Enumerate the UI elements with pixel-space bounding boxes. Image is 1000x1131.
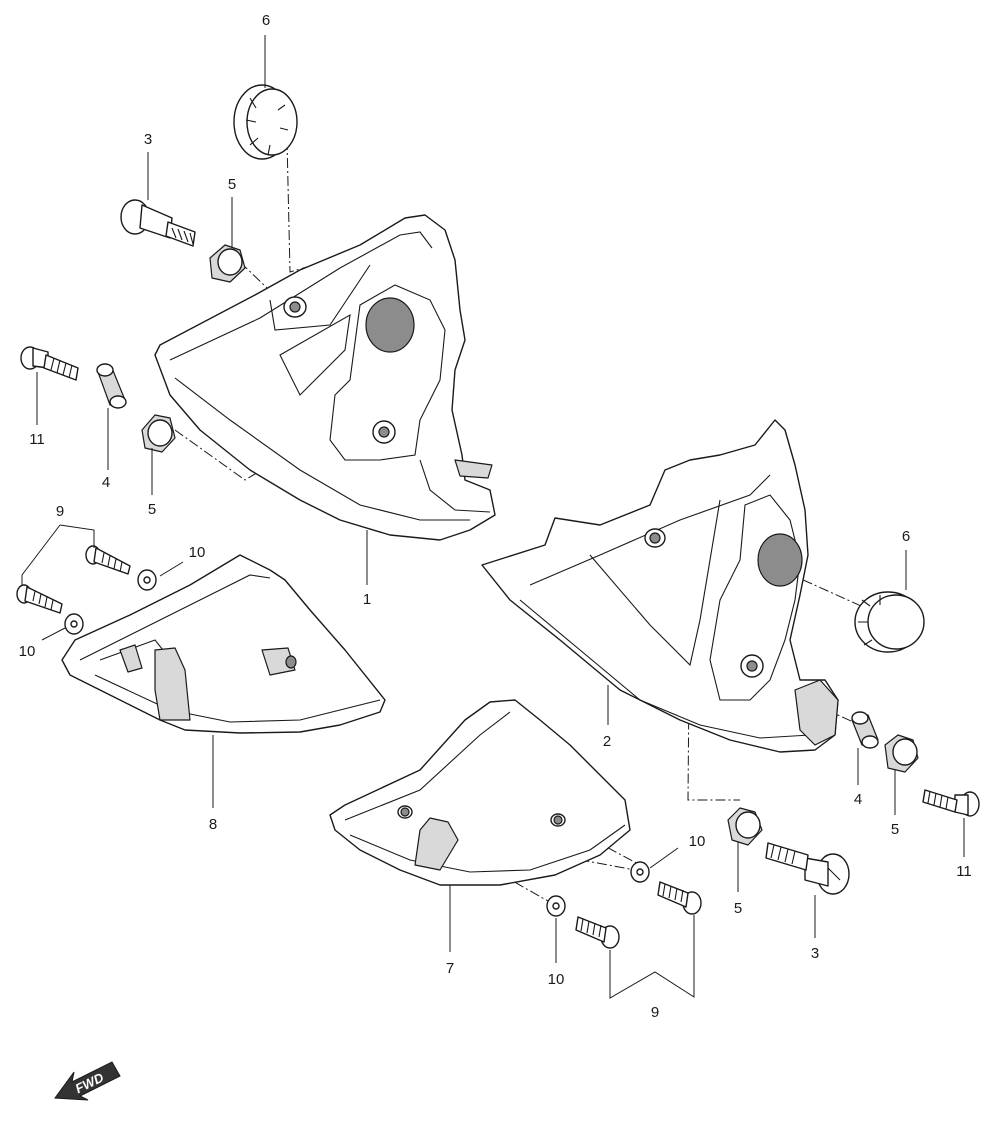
callout-numbers: 6 3 5 11 4 5 1 9 10 10 8 6 2 4 5 11 10 1… [19, 12, 972, 1021]
callout-10-left: 10 [19, 643, 36, 660]
part-7-bottom-cover [329, 699, 631, 886]
part-9-screw-lower-mid [575, 916, 620, 949]
part-9-screw-lower-left [16, 584, 63, 614]
part-11-bolt-left [20, 346, 79, 381]
leader-lines [21, 35, 965, 999]
part-11-bolt-right [922, 789, 980, 817]
part-10-washer-left [64, 613, 84, 635]
callout-7: 7 [446, 960, 454, 977]
part-9-screw-lower-right [657, 881, 702, 915]
part-5-grommet-top [209, 244, 246, 283]
part-6-cap-right [854, 591, 925, 653]
callout-10-upper: 10 [189, 544, 206, 561]
callout-10-lower-right: 10 [689, 833, 706, 850]
part-4-collar-right [851, 711, 879, 749]
callout-5-left: 5 [148, 501, 156, 518]
part-5-grommet-bottom [727, 807, 763, 846]
part-5-grommet-right [884, 734, 919, 773]
callout-6-right: 6 [902, 528, 910, 545]
callout-9-bottom: 9 [651, 1004, 659, 1021]
callout-11-right: 11 [956, 863, 972, 880]
part-8-left-lower-cover [61, 554, 386, 734]
forward-direction-arrow: FWD [54, 1061, 121, 1101]
callout-9-left: 9 [56, 503, 64, 520]
callout-2: 2 [603, 733, 611, 750]
part-5-grommet-left [141, 414, 176, 453]
part-10-washer-bottom [546, 895, 566, 917]
callout-6-top: 6 [262, 12, 270, 29]
callout-5-top: 5 [228, 176, 236, 193]
callout-1: 1 [363, 591, 371, 608]
part-2-right-cover [481, 419, 839, 753]
callout-11-left: 11 [29, 431, 45, 448]
part-10-washer-lower-right [630, 861, 650, 883]
callout-8: 8 [209, 816, 217, 833]
callout-5-right: 5 [891, 821, 899, 838]
callout-4-left: 4 [102, 474, 110, 491]
part-4-collar-left [96, 363, 127, 409]
part-6-cap-top [233, 84, 298, 160]
part-1-left-cover [154, 214, 496, 541]
callout-3-bottom: 3 [811, 945, 819, 962]
callout-10-bottom: 10 [548, 971, 565, 988]
callout-3-left: 3 [144, 131, 152, 148]
callout-5-bottom: 5 [734, 900, 742, 917]
part-3-bolt-bottom [765, 842, 850, 895]
callout-4-right: 4 [854, 791, 862, 808]
part-3-bolt-top [120, 199, 196, 247]
part-10-washer-upper [137, 569, 157, 591]
part-9-screw-upper-left [85, 545, 131, 575]
